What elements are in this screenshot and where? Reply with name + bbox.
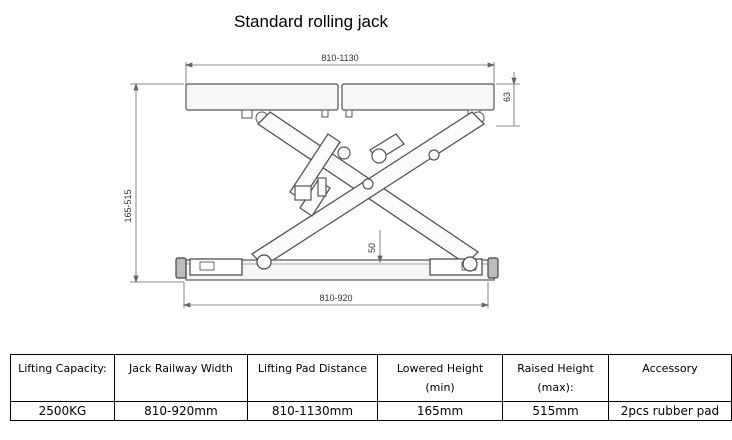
table-row: 2500KG 810-920mm 810-1130mm 165mm 515mm … [10, 401, 732, 421]
header-accessory: Accessory [607, 354, 732, 402]
scissor-jack-drawing: 810-1130 63 165-515 [123, 53, 520, 308]
diagram-title: Standard rolling jack [233, 12, 389, 31]
cell-lowered-height: 165mm [377, 401, 504, 421]
base-length-label: 810-920 [319, 293, 352, 303]
cylinder-mount [294, 185, 312, 201]
rollers [175, 254, 499, 279]
overall-height-label: 165-515 [123, 189, 133, 222]
pivot-upper [337, 146, 351, 160]
platform-thickness-dimension [496, 72, 520, 127]
pivot-right [428, 149, 440, 161]
left-base-pivot [256, 254, 272, 270]
pivots [294, 146, 440, 201]
base-height-dimension [377, 230, 383, 264]
platform-length-dimension [184, 62, 496, 85]
cell-raised-height: 515mm [502, 401, 609, 421]
left-wheel [175, 257, 187, 279]
table-header-row: Lifting Capacity: Jack Railway Width Lif… [10, 354, 732, 402]
platform-thickness-label: 63 [502, 92, 512, 102]
overall-height-dimension [130, 82, 184, 284]
base-height-label: 50 [367, 243, 377, 253]
right-wheel [487, 257, 499, 279]
specification-table: Lifting Capacity: Jack Railway Width Lif… [10, 354, 732, 421]
header-lifting-pad-distance: Lifting Pad Distance [246, 354, 379, 402]
lower-mount [317, 177, 327, 197]
cell-jack-railway-width: 810-920mm [113, 401, 248, 421]
cell-accessory: 2pcs rubber pad [607, 401, 732, 421]
base-length-dimension [182, 282, 490, 308]
header-raised-height: Raised Height(max): [502, 354, 609, 402]
header-jack-railway-width: Jack Railway Width [113, 354, 248, 402]
handle-knob [371, 148, 387, 164]
platform-length-label: 810-1130 [321, 53, 358, 63]
right-base-pivot [462, 256, 478, 272]
cell-lifting-capacity: 2500KG [10, 401, 115, 421]
left-roller-housing [189, 258, 243, 276]
center-pivot [362, 178, 374, 190]
header-lowered-height: Lowered Height(min) [377, 354, 504, 402]
header-lifting-capacity: Lifting Capacity: [10, 354, 115, 402]
top-platform [185, 83, 495, 111]
cell-lifting-pad-distance: 810-1130mm [246, 401, 379, 421]
